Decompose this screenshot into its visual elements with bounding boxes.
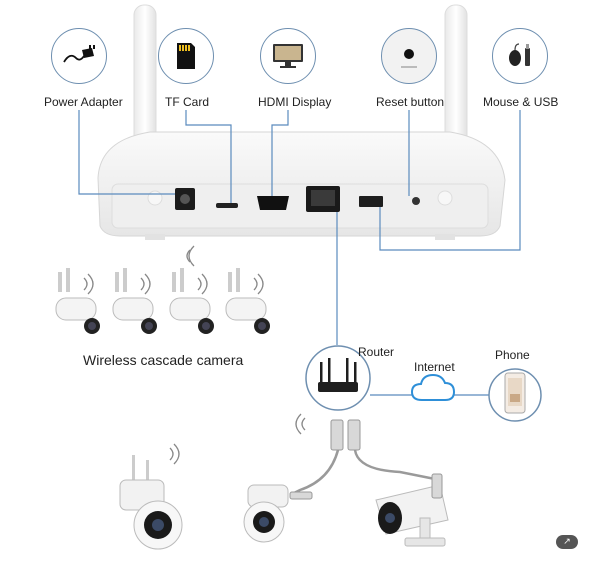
router-icon	[318, 358, 358, 392]
reset-hole	[412, 197, 420, 205]
tf-card-circle	[158, 28, 214, 84]
reset-button-label: Reset button	[376, 95, 445, 109]
wireless-camera-3	[169, 268, 214, 334]
mouse-usb-circle	[492, 28, 548, 84]
collapse-icon[interactable]: ↗	[556, 535, 578, 549]
internet-label: Internet	[414, 360, 455, 374]
phone-label: Phone	[495, 348, 530, 362]
power-adapter-circle	[51, 28, 107, 84]
sd-card-icon	[177, 43, 195, 69]
usb-port	[359, 196, 383, 207]
router-label: Router	[358, 345, 395, 359]
hdmi-display-circle	[260, 28, 316, 84]
phone-icon	[504, 372, 526, 414]
bullet-camera-wired	[375, 473, 449, 547]
cloud-icon	[410, 373, 456, 401]
hdmi-port	[257, 196, 289, 210]
ethernet-cables	[289, 449, 441, 497]
ptz-camera-wifi	[119, 455, 183, 550]
reset-button-circle	[381, 28, 437, 84]
wireless-camera-4	[225, 268, 270, 334]
ptz-camera-wired	[243, 484, 313, 543]
hdmi-display-label: HDMI Display	[258, 95, 332, 109]
power-adapter-icon	[63, 45, 95, 63]
power-adapter-label: Power Adapter	[44, 95, 123, 109]
tf-card-label: TF Card	[165, 95, 210, 109]
wireless-camera-1	[55, 268, 100, 334]
monitor-icon	[273, 44, 303, 68]
nvr-front-panel	[111, 183, 489, 229]
wireless-cascade-label: Wireless cascade camera	[83, 352, 244, 368]
mouse-usb-label: Mouse & USB	[483, 95, 559, 109]
mouse-usb-icon	[509, 43, 530, 66]
tf-slot	[216, 203, 238, 208]
wireless-camera-2	[112, 268, 157, 334]
reset-button-icon	[401, 49, 417, 68]
callout-lines	[78, 110, 521, 396]
